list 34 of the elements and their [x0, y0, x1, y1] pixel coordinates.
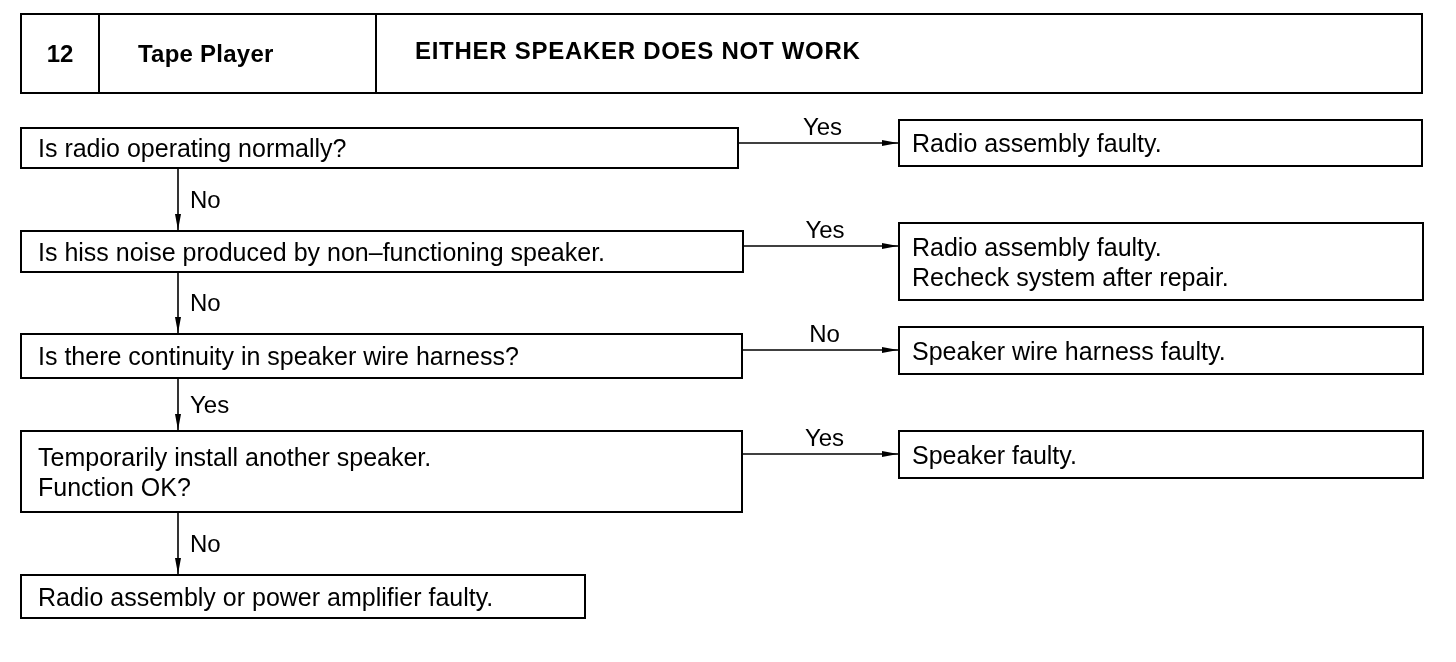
header-cell — [20, 13, 100, 94]
question-box — [20, 230, 744, 273]
arrow — [175, 272, 181, 334]
arrow — [175, 512, 181, 575]
result-box — [898, 326, 1424, 375]
result-text: Speaker faulty. — [912, 439, 1078, 470]
result-box — [898, 222, 1424, 301]
question-text: Radio assembly or power amplifier faulty. — [38, 581, 495, 612]
step-number: 12 — [46, 39, 74, 68]
result-text: Recheck system after repair. — [912, 261, 1230, 292]
question-text: Is there continuity in speaker wire harness? — [38, 341, 520, 371]
result-box — [898, 430, 1424, 479]
question-box — [20, 127, 739, 169]
arrow — [742, 347, 899, 353]
question-text: Is hiss noise produced by non–functioning speaker. — [38, 236, 607, 267]
question-text: Temporarily install another speaker. — [38, 441, 433, 472]
arrow — [738, 140, 899, 146]
question-box — [20, 574, 586, 619]
arrow — [742, 451, 899, 457]
arrow — [175, 168, 181, 231]
arrow — [743, 243, 899, 249]
question-box — [20, 430, 743, 513]
title-cell — [375, 13, 1423, 94]
question-text: Is radio operating normally? — [38, 133, 348, 163]
arrow — [175, 378, 181, 431]
result-text: Radio assembly faulty. — [912, 128, 1163, 158]
question-box — [20, 333, 743, 379]
header-text: Tape Player — [138, 39, 275, 68]
section-title: EITHER SPEAKER DOES NOT WORK — [415, 37, 862, 65]
question-text: Function OK? — [38, 471, 192, 502]
result-box — [898, 119, 1423, 167]
result-text: Radio assembly faulty. — [912, 231, 1163, 262]
header-cell — [98, 13, 377, 94]
result-text: Speaker wire harness faulty. — [912, 335, 1227, 366]
